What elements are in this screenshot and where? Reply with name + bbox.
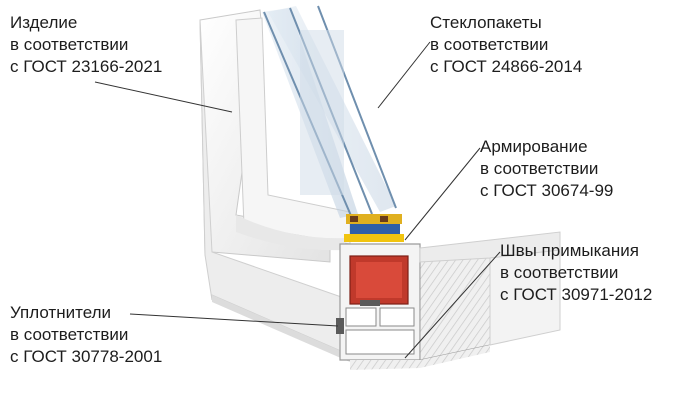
callout-line: в соответствии <box>10 325 129 344</box>
callout-line: в соответствии <box>10 35 129 54</box>
callout-joint-seams-standard: Швы примыкания в соответствии с ГОСТ 309… <box>500 240 652 306</box>
callout-line: с ГОСТ 30778-2001 <box>10 347 163 366</box>
callout-line: с ГОСТ 23166-2021 <box>10 57 163 76</box>
callout-reinforcement-standard: Армирование в соответствии с ГОСТ 30674-… <box>480 136 613 202</box>
leader-seams <box>404 251 501 359</box>
glass-panes <box>262 5 397 219</box>
profile-cross-section <box>336 231 561 370</box>
callout-line: Изделие <box>10 13 78 32</box>
leader-lines <box>94 41 501 359</box>
callout-line: Стеклопакеты <box>430 13 542 32</box>
callout-line: в соответствии <box>480 159 599 178</box>
leader-product <box>94 81 233 113</box>
callout-seals-standard: Уплотнители в соответствии с ГОСТ 30778-… <box>10 302 162 368</box>
callout-line: с ГОСТ 30971-2012 <box>500 285 653 304</box>
callout-line: с ГОСТ 24866-2014 <box>430 57 583 76</box>
callout-line: в соответствии <box>500 263 619 282</box>
callout-glass-units-standard: Стеклопакеты в соответствии с ГОСТ 24866… <box>430 12 582 78</box>
leader-reinforcement <box>404 147 481 241</box>
leader-glass <box>377 41 431 109</box>
callout-line: Швы примыкания <box>500 241 639 260</box>
callout-line: Армирование <box>480 137 588 156</box>
callout-product-standard: Изделие в соответствии с ГОСТ 23166-2021 <box>10 12 162 78</box>
callout-line: в соответствии <box>430 35 549 54</box>
seal-gasket <box>336 318 344 334</box>
glass-unit-spacer <box>344 214 404 242</box>
leader-seals <box>129 313 339 327</box>
callout-line: с ГОСТ 30674-99 <box>480 181 614 200</box>
callout-line: Уплотнители <box>10 303 112 322</box>
